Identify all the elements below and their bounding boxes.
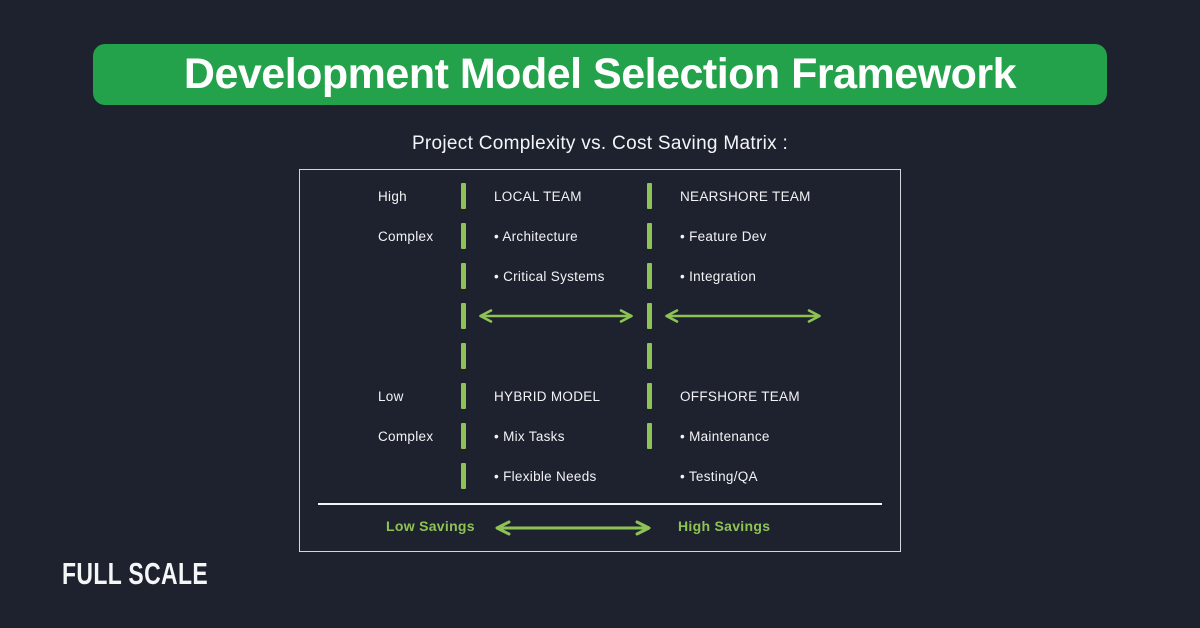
low-savings-label: Low Savings — [386, 518, 475, 534]
tick-mark-icon — [646, 423, 652, 449]
tick-mark-icon — [646, 343, 652, 369]
hybrid-model-item: • Flexible Needs — [494, 468, 597, 484]
tick-mark-icon — [646, 263, 652, 289]
savings-axis-line — [318, 503, 882, 505]
offshore-team-item: • Maintenance — [680, 428, 770, 444]
tick-mark-icon — [460, 343, 466, 369]
local-team-item: • Architecture — [494, 228, 578, 244]
tick-mark-icon — [460, 423, 466, 449]
tick-mark-icon — [646, 383, 652, 409]
matrix-row: • Flexible Needs • Testing/QA — [300, 456, 900, 496]
savings-double-arrow-icon — [495, 520, 651, 536]
double-arrow-icon — [479, 309, 633, 323]
high-savings-label: High Savings — [678, 518, 771, 534]
matrix-rows: High LOCAL TEAM NEARSHORE TEAM Complex •… — [300, 176, 900, 496]
matrix-row-arrows — [300, 296, 900, 336]
tick-mark-icon — [460, 223, 466, 249]
hybrid-model-item: • Mix Tasks — [494, 428, 565, 444]
nearshore-team-item: • Integration — [680, 268, 757, 284]
offshore-team-item: • Testing/QA — [680, 468, 758, 484]
full-scale-logo: FULL SCALE — [62, 556, 209, 591]
matrix-row: • Critical Systems • Integration — [300, 256, 900, 296]
complexity-label-high: High — [378, 188, 407, 204]
page-title: Development Model Selection Framework — [183, 50, 1017, 98]
matrix-row: Low HYBRID MODEL OFFSHORE TEAM — [300, 376, 900, 416]
matrix-subtitle: Project Complexity vs. Cost Saving Matri… — [411, 133, 789, 154]
title-banner: Development Model Selection Framework — [93, 44, 1107, 105]
complexity-label-complex: Complex — [378, 228, 434, 244]
tick-mark-icon — [460, 383, 466, 409]
matrix-row: High LOCAL TEAM NEARSHORE TEAM — [300, 176, 900, 216]
tick-mark-icon — [460, 263, 466, 289]
matrix-row-spacer — [300, 336, 900, 376]
nearshore-team-item: • Feature Dev — [680, 228, 767, 244]
matrix-box: High LOCAL TEAM NEARSHORE TEAM Complex •… — [299, 169, 901, 552]
tick-mark-icon — [646, 303, 652, 329]
tick-mark-icon — [460, 463, 466, 489]
double-arrow-icon — [665, 309, 821, 323]
matrix-row: Complex • Architecture • Feature Dev — [300, 216, 900, 256]
local-team-header: LOCAL TEAM — [494, 188, 582, 204]
local-team-item: • Critical Systems — [494, 268, 605, 284]
tick-mark-icon — [460, 183, 466, 209]
hybrid-model-header: HYBRID MODEL — [494, 388, 601, 404]
tick-mark-icon — [646, 223, 652, 249]
complexity-label-complex: Complex — [378, 428, 434, 444]
complexity-label-low: Low — [378, 388, 404, 404]
matrix-row: Complex • Mix Tasks • Maintenance — [300, 416, 900, 456]
nearshore-team-header: NEARSHORE TEAM — [680, 188, 811, 204]
tick-mark-icon — [646, 183, 652, 209]
tick-mark-icon — [460, 303, 466, 329]
offshore-team-header: OFFSHORE TEAM — [680, 388, 800, 404]
